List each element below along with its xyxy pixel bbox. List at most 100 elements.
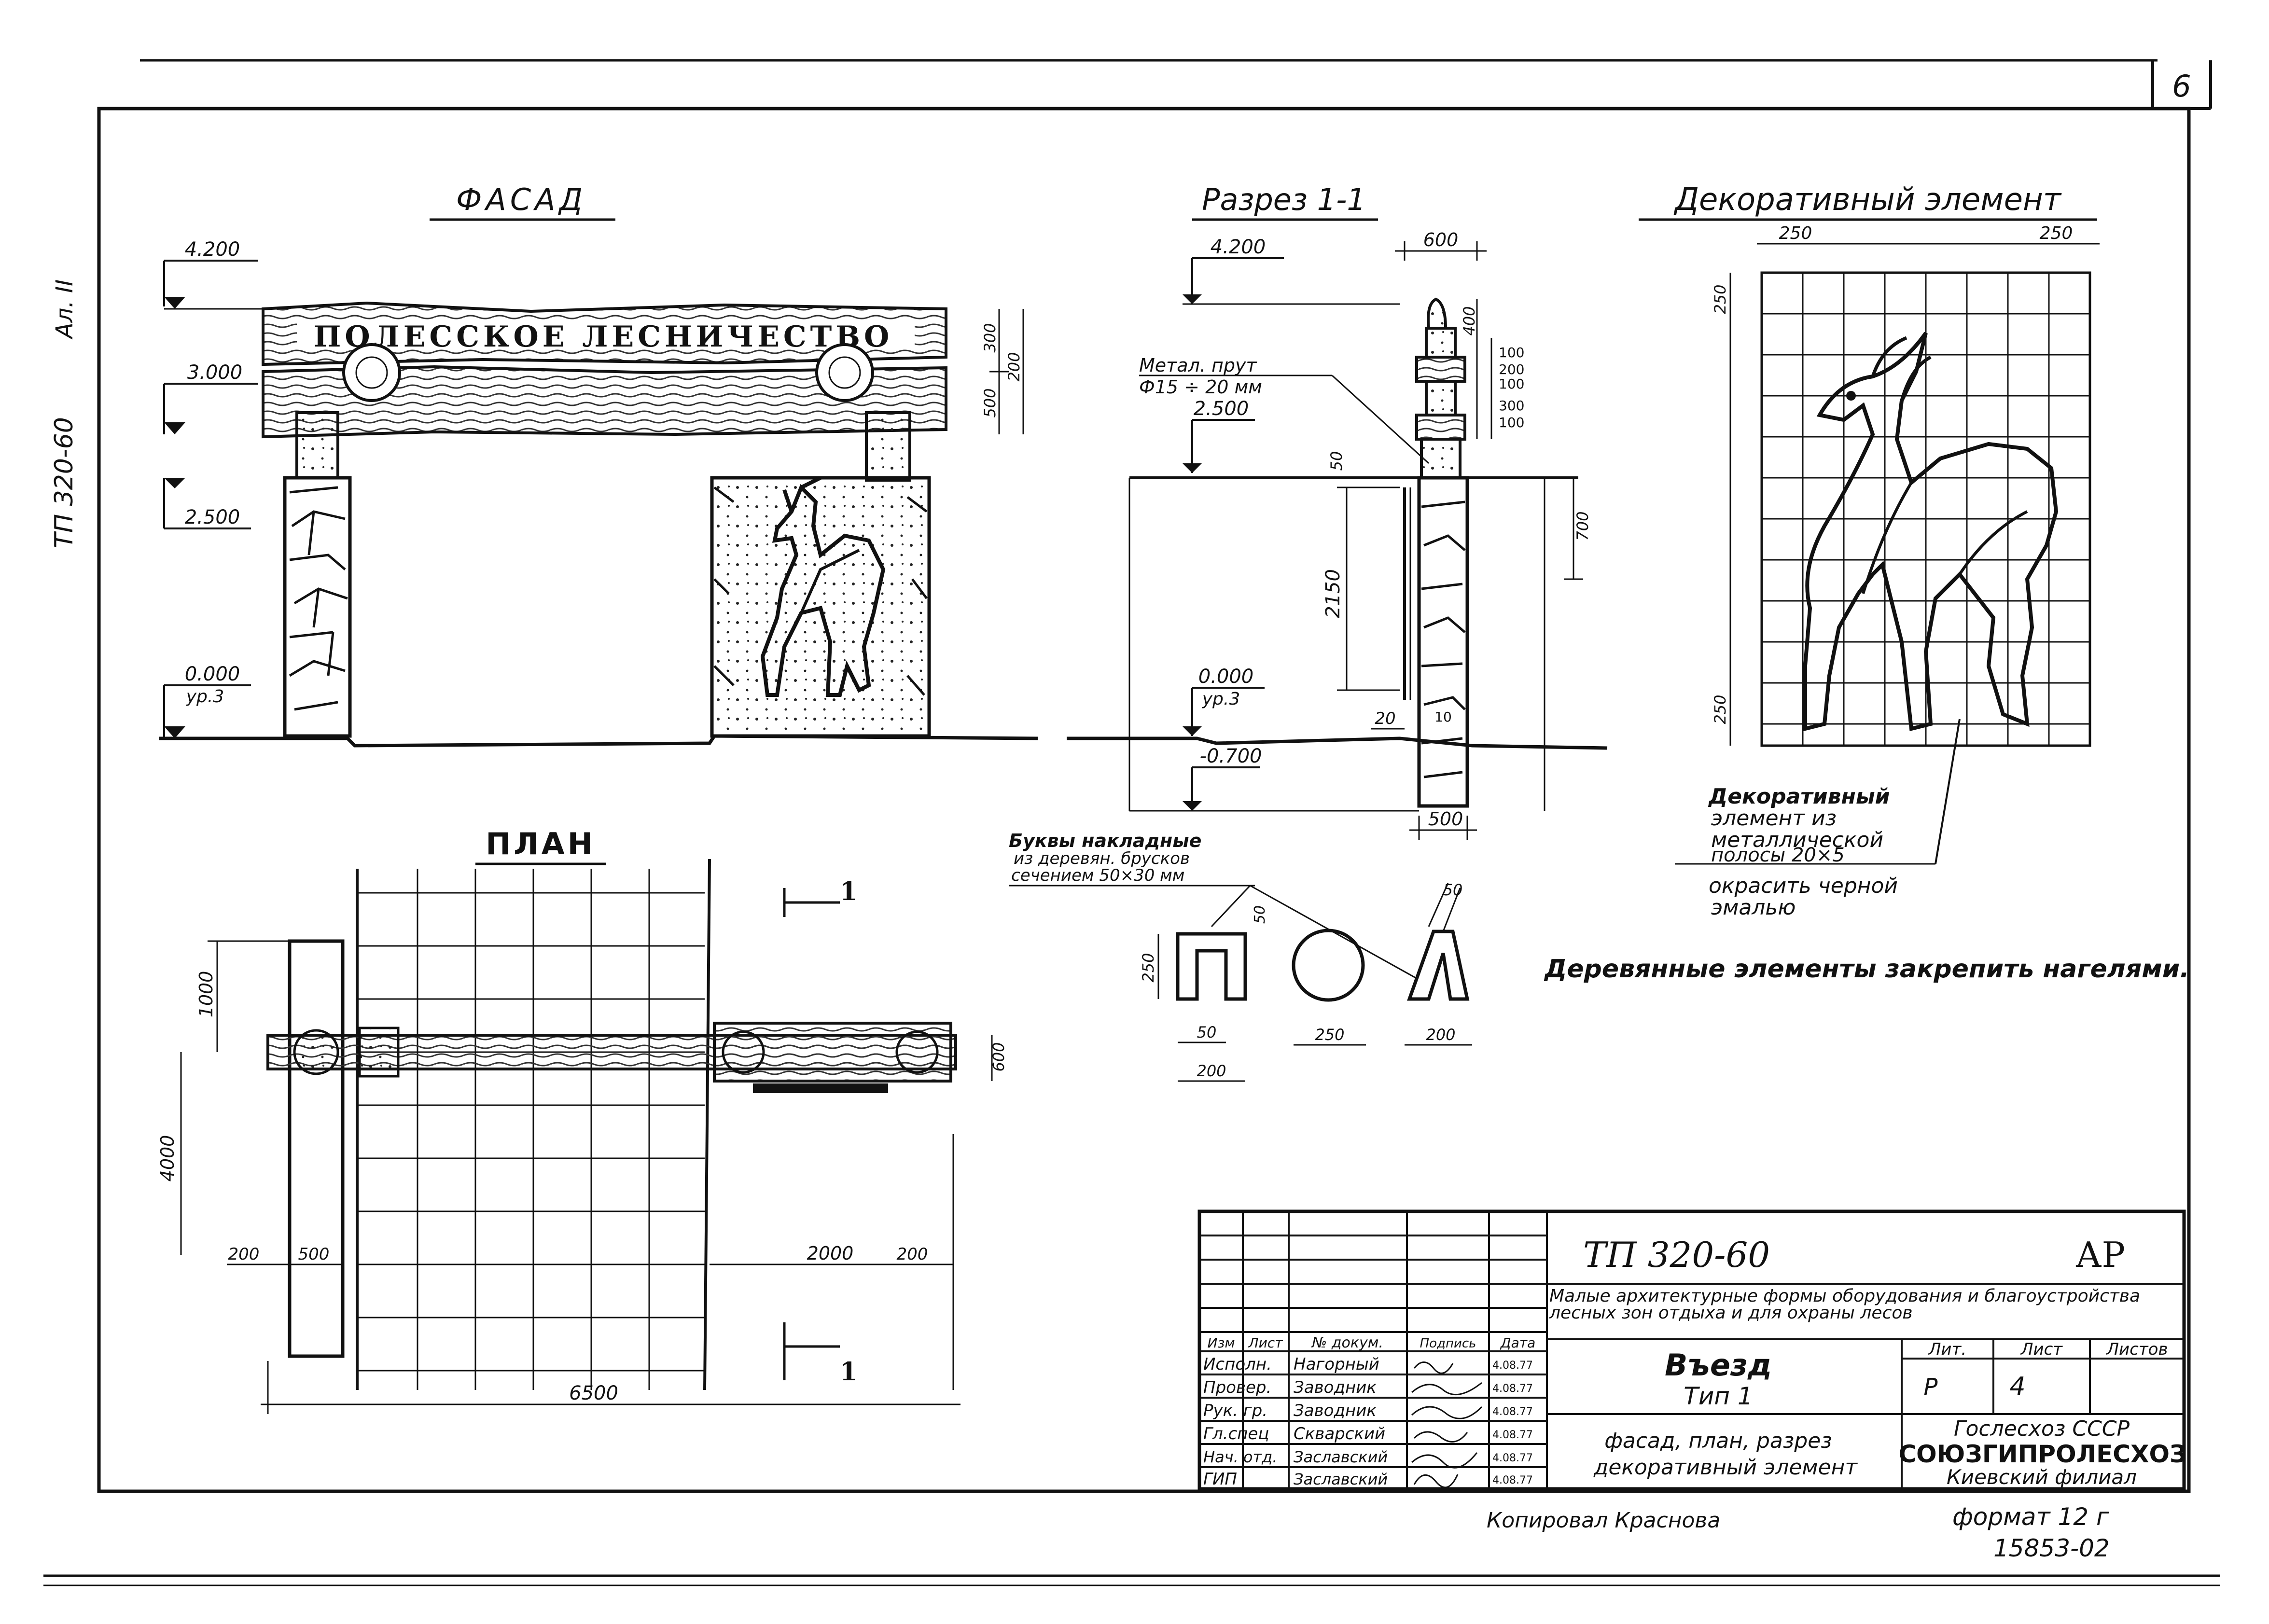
letters-dim-250-height: 250 bbox=[1139, 953, 1157, 982]
plan-section-mark-top: 1 bbox=[840, 877, 857, 906]
decorative-dim-left: 250 bbox=[1779, 223, 1812, 243]
decorative-note-2: элемент из bbox=[1711, 806, 1837, 831]
section-dim-col-3: 100 bbox=[1499, 376, 1524, 392]
title-lit-label: Лит. bbox=[1928, 1340, 1966, 1359]
section-dim-2150: 2150 bbox=[1322, 569, 1344, 618]
section-view: Разрез 1-1 4.200 Метал. прут Ф15 ÷ 20 мм… bbox=[1067, 182, 1608, 840]
section-dim-col-5: 100 bbox=[1499, 415, 1524, 430]
title-org-1: Гослесхоз СССР bbox=[1954, 1416, 2130, 1441]
section-rod-note-2: Ф15 ÷ 20 мм bbox=[1139, 376, 1262, 398]
plan-view: ПЛАН 1 bbox=[157, 826, 1008, 1414]
section-dim-50: 50 bbox=[1327, 451, 1346, 471]
facade-dim-upper: 300 bbox=[981, 323, 999, 352]
role-6-name: Заславский bbox=[1294, 1470, 1388, 1488]
footer-inventory: 15853-02 bbox=[1993, 1534, 2110, 1562]
role-4-name: Скварский bbox=[1294, 1424, 1385, 1444]
section-dim-base: 500 bbox=[1428, 808, 1463, 830]
role-5: Нач. отд. bbox=[1203, 1448, 1277, 1466]
plan-dim-2000: 2000 bbox=[807, 1243, 854, 1264]
letters-note-3: сечением 50×30 мм bbox=[1011, 866, 1184, 885]
facade-level-marks: 4.200 3.000 2.500 0.000 ур.3 bbox=[163, 238, 270, 738]
title-code: ТП 320-60 bbox=[1583, 1235, 1770, 1275]
plan-dim-600: 600 bbox=[989, 1042, 1008, 1071]
decorative-dim-side-top: 250 bbox=[1711, 284, 1729, 314]
role-4: Гл.спец bbox=[1203, 1424, 1269, 1444]
letters-dim-200-p: 200 bbox=[1197, 1062, 1226, 1080]
section-dim-top-width: 600 bbox=[1423, 229, 1459, 250]
facade-dim-total: 200 bbox=[1005, 352, 1023, 381]
title-mark: АР bbox=[2075, 1235, 2125, 1275]
role-3: Рук. гр. bbox=[1203, 1401, 1267, 1420]
title-description: Малые архитектурные формы оборудования и… bbox=[1549, 1288, 2141, 1323]
plan-dim-200-left: 200 bbox=[228, 1245, 260, 1264]
section-rod-note-1: Метал. прут bbox=[1139, 355, 1257, 376]
plan-dim-500: 500 bbox=[298, 1245, 330, 1264]
title-sheet-content-1: фасад, план, разрез bbox=[1604, 1429, 1832, 1453]
decorative-note-6: эмалью bbox=[1711, 895, 1796, 920]
plan-grid bbox=[357, 869, 705, 1390]
title-lit-value: Р bbox=[1924, 1374, 1938, 1401]
role-1-date: 4.08.77 bbox=[1492, 1360, 1533, 1372]
section-level-zero: 0.000 bbox=[1198, 666, 1254, 688]
sheet-border bbox=[43, 59, 2220, 1586]
decorative-deer-outline bbox=[1803, 332, 2059, 732]
title-object: Въезд bbox=[1665, 1347, 1772, 1383]
facade-sign-dims: 300 500 200 bbox=[981, 309, 1024, 434]
footer-format: формат 12 г bbox=[1952, 1503, 2109, 1531]
letters-dim-250-o: 250 bbox=[1315, 1026, 1344, 1044]
facade-level-beam: 3.000 bbox=[187, 361, 243, 384]
role-6-date: 4.08.77 bbox=[1492, 1474, 1533, 1486]
role-2: Провер. bbox=[1203, 1378, 1271, 1397]
decorative-grid: 250 250 bbox=[1711, 271, 2091, 747]
sheet-mark-vertical: Ал. II bbox=[51, 279, 78, 340]
footer-copied: Копировал Краснова bbox=[1487, 1508, 1720, 1533]
role-2-name: Заводник bbox=[1294, 1378, 1377, 1397]
title-listov-label: Листов bbox=[2105, 1340, 2168, 1359]
letters-note-1: Буквы накладные bbox=[1009, 830, 1201, 851]
section-dim-400: 400 bbox=[1460, 306, 1478, 335]
facade-left-column bbox=[283, 411, 352, 738]
facade-view: ФАСАД 4.200 3.000 2.500 0.000 ур.3 bbox=[159, 182, 1038, 748]
role-5-date: 4.08.77 bbox=[1492, 1452, 1533, 1464]
decorative-note-1: Декоративный bbox=[1708, 784, 1890, 809]
plan-section-mark-bottom: 1 bbox=[840, 1357, 857, 1387]
header-list: Лист bbox=[1248, 1335, 1283, 1351]
facade-right-column bbox=[710, 411, 931, 738]
facade-level-zero-note: ур.3 bbox=[186, 687, 224, 707]
title-block: ТП 320-60 АР Малые архитектурные формы о… bbox=[1197, 1209, 2187, 1491]
facade-title: ФАСАД bbox=[456, 182, 586, 217]
decorative-note-3: металлической bbox=[1711, 828, 1883, 852]
plan-dim-1000: 1000 bbox=[195, 971, 217, 1018]
role-3-date: 4.08.77 bbox=[1492, 1406, 1533, 1418]
section-dim-col-1: 100 bbox=[1499, 345, 1524, 361]
letters-dim-200-l: 200 bbox=[1426, 1026, 1455, 1044]
archive-code-vertical: ТП 320-60 bbox=[50, 417, 79, 548]
plan-title: ПЛАН bbox=[486, 826, 595, 861]
facade-level-top: 4.200 bbox=[185, 238, 240, 261]
section-level-bottom: -0.700 bbox=[1200, 745, 1262, 767]
title-sheet-content-2: декоративный элемент bbox=[1593, 1455, 1858, 1480]
title-org-3: Киевский филиал bbox=[1947, 1465, 2137, 1489]
facade-level-zero: 0.000 bbox=[185, 663, 240, 685]
decorative-dim-side-bottom: 250 bbox=[1711, 694, 1729, 724]
decorative-title: Декоративный элемент bbox=[1673, 182, 2062, 218]
plan-dim-6500: 6500 bbox=[569, 1382, 618, 1404]
facade-sign-text: ПОЛЕССКОЕ ЛЕСНИЧЕСТВО bbox=[314, 320, 893, 354]
signature-marks bbox=[1411, 1361, 1483, 1488]
title-org-2: СОЮЗГИПРОЛЕСХОЗ bbox=[1898, 1440, 2186, 1468]
header-izm: Изм bbox=[1208, 1335, 1235, 1351]
letters-note-2: из деревян. брусков bbox=[1014, 849, 1190, 868]
decorative-dim-right: 250 bbox=[2040, 223, 2073, 243]
section-dim-700: 700 bbox=[1573, 511, 1592, 541]
role-4-date: 4.08.77 bbox=[1492, 1429, 1533, 1441]
facade-deer-relief bbox=[760, 476, 886, 697]
facade-level-post: 2.500 bbox=[185, 506, 240, 528]
facade-dim-lower: 500 bbox=[981, 388, 999, 417]
general-note: Деревянные элементы закрепить нагелями. bbox=[1544, 955, 2189, 984]
header-doc: № докум. bbox=[1311, 1334, 1383, 1351]
header-signature: Подпись bbox=[1420, 1336, 1476, 1351]
sheet-number: 6 bbox=[2172, 69, 2191, 104]
role-1-name: Нагорный bbox=[1294, 1355, 1379, 1374]
section-level-top: 4.200 bbox=[1211, 236, 1266, 258]
role-5-name: Заславский bbox=[1294, 1448, 1388, 1466]
